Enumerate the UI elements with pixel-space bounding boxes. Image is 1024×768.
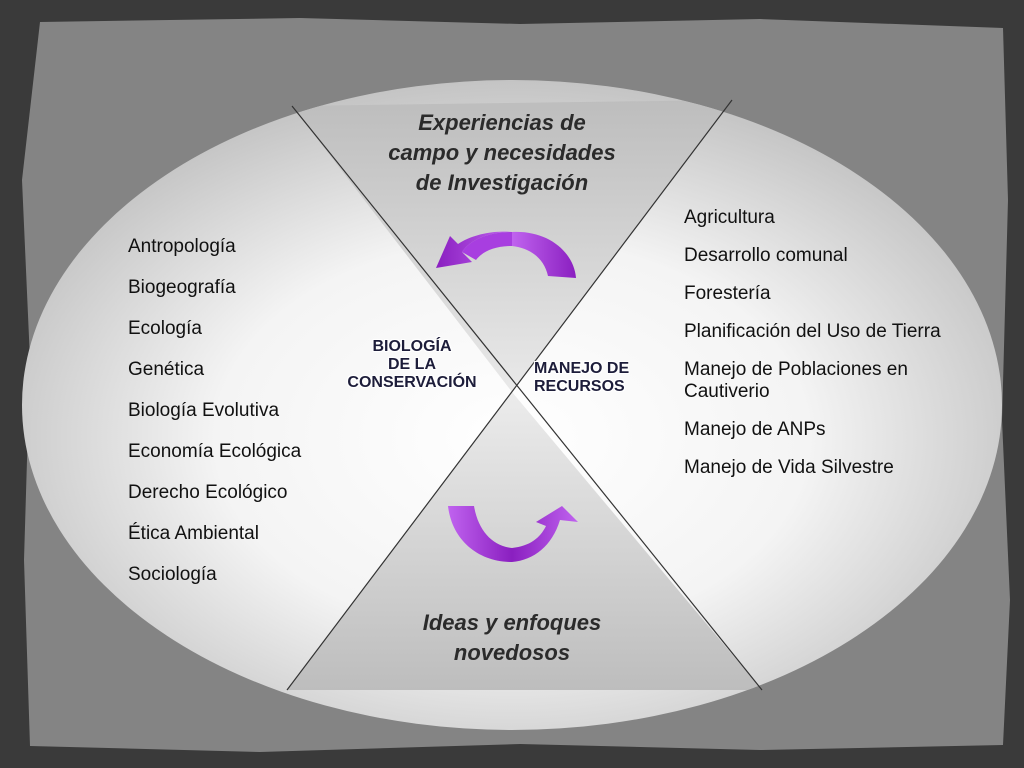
list-item: Antropología	[128, 236, 236, 257]
bottom-wedge	[287, 392, 762, 690]
list-item: Sociología	[128, 564, 217, 585]
bottom-heading: Ideas y enfoques novedosos	[362, 608, 662, 668]
list-item: Manejo de Vida Silvestre	[684, 457, 894, 478]
top-heading-line-1: Experiencias de	[418, 110, 586, 135]
disciplines-list: Antropología Biogeografía Ecología Genét…	[128, 236, 348, 605]
list-item: Manejo de Poblaciones en Cautiverio	[684, 359, 908, 402]
label-biologia-line-2: DE LA	[388, 356, 436, 373]
label-manejo-line-2: RECURSOS	[534, 378, 625, 395]
list-item: Biogeografía	[128, 277, 236, 298]
list-item: Ecología	[128, 318, 202, 339]
bottom-heading-line-1: Ideas y enfoques	[422, 610, 602, 635]
top-heading: Experiencias de campo y necesidades de I…	[352, 108, 652, 198]
list-item: Forestería	[684, 283, 771, 304]
list-item: Ética Ambiental	[128, 523, 259, 544]
label-biologia-conservacion: BIOLOGÍA DE LA CONSERVACIÓN	[322, 338, 502, 392]
cycle-arrow-bottom-icon	[448, 506, 578, 562]
list-item: Economía Ecológica	[128, 441, 302, 462]
bottom-heading-line-2: novedosos	[453, 640, 571, 665]
list-item: Biología Evolutiva	[128, 400, 280, 421]
resource-management-list: Agricultura Desarrollo comunal Foresterí…	[684, 207, 969, 495]
list-item: Planificación del Uso de Tierra	[684, 321, 941, 342]
label-manejo-recursos: MANEJO DE RECURSOS	[534, 360, 664, 396]
list-item: Derecho Ecológico	[128, 482, 288, 503]
label-biologia-line-1: BIOLOGÍA	[372, 338, 452, 355]
divider-line-a	[291, 105, 763, 691]
cycle-arrow-top-icon	[436, 231, 576, 278]
top-heading-line-2: campo y necesidades	[388, 140, 616, 165]
list-item: Desarrollo comunal	[684, 245, 848, 266]
list-item: Agricultura	[684, 207, 775, 228]
divider-line-b	[286, 99, 733, 691]
top-heading-line-3: de Investigación	[415, 170, 589, 195]
label-biologia-line-3: CONSERVACIÓN	[347, 374, 477, 391]
list-item: Manejo de ANPs	[684, 419, 826, 440]
list-item: Genética	[128, 359, 205, 380]
label-manejo-line-1: MANEJO DE	[534, 360, 630, 377]
